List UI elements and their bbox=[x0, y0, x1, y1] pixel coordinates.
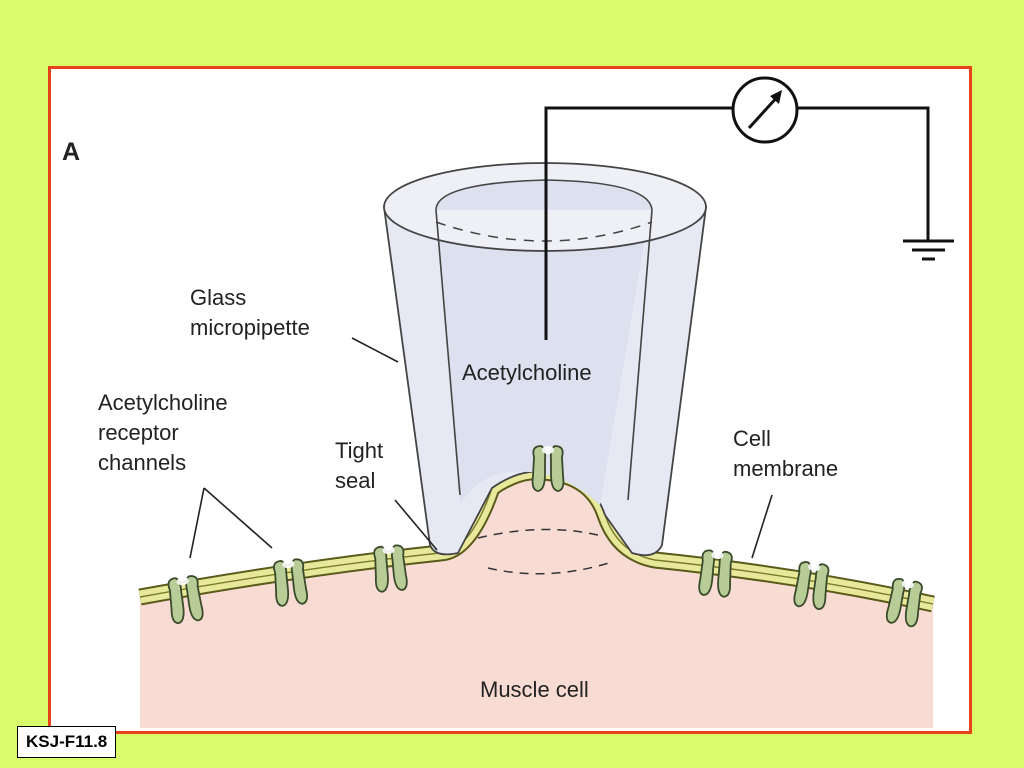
receptor-channels-label-line1: Acetylcholine bbox=[98, 390, 228, 415]
cell-membrane-label-line1: Cell bbox=[733, 426, 771, 451]
acetylcholine-label: Acetylcholine bbox=[462, 360, 592, 385]
receptor-channels-label-line3: channels bbox=[98, 450, 186, 475]
cell-membrane-label-line2: membrane bbox=[733, 456, 838, 481]
ammeter-icon bbox=[731, 76, 799, 144]
panel-letter: A bbox=[62, 138, 80, 166]
muscle-cell-label: Muscle cell bbox=[480, 677, 589, 702]
muscle-cell-body bbox=[140, 471, 933, 728]
glass-micropipette-label-line1: Glass bbox=[190, 285, 246, 310]
recording-circuit bbox=[544, 106, 930, 340]
membrane-patch-outline bbox=[477, 528, 613, 575]
tight-seal-label-line1: Tight bbox=[335, 438, 383, 463]
receptor-channels-label-line2: receptor bbox=[98, 420, 179, 445]
ground-symbol-icon bbox=[903, 239, 954, 261]
figure-id-badge: KSJ-F11.8 bbox=[17, 726, 117, 758]
tight-seal-label-line2: seal bbox=[335, 468, 375, 493]
glass-micropipette bbox=[383, 162, 707, 557]
leader-lines bbox=[189, 337, 773, 559]
glass-micropipette-label-line2: micropipette bbox=[190, 315, 310, 340]
